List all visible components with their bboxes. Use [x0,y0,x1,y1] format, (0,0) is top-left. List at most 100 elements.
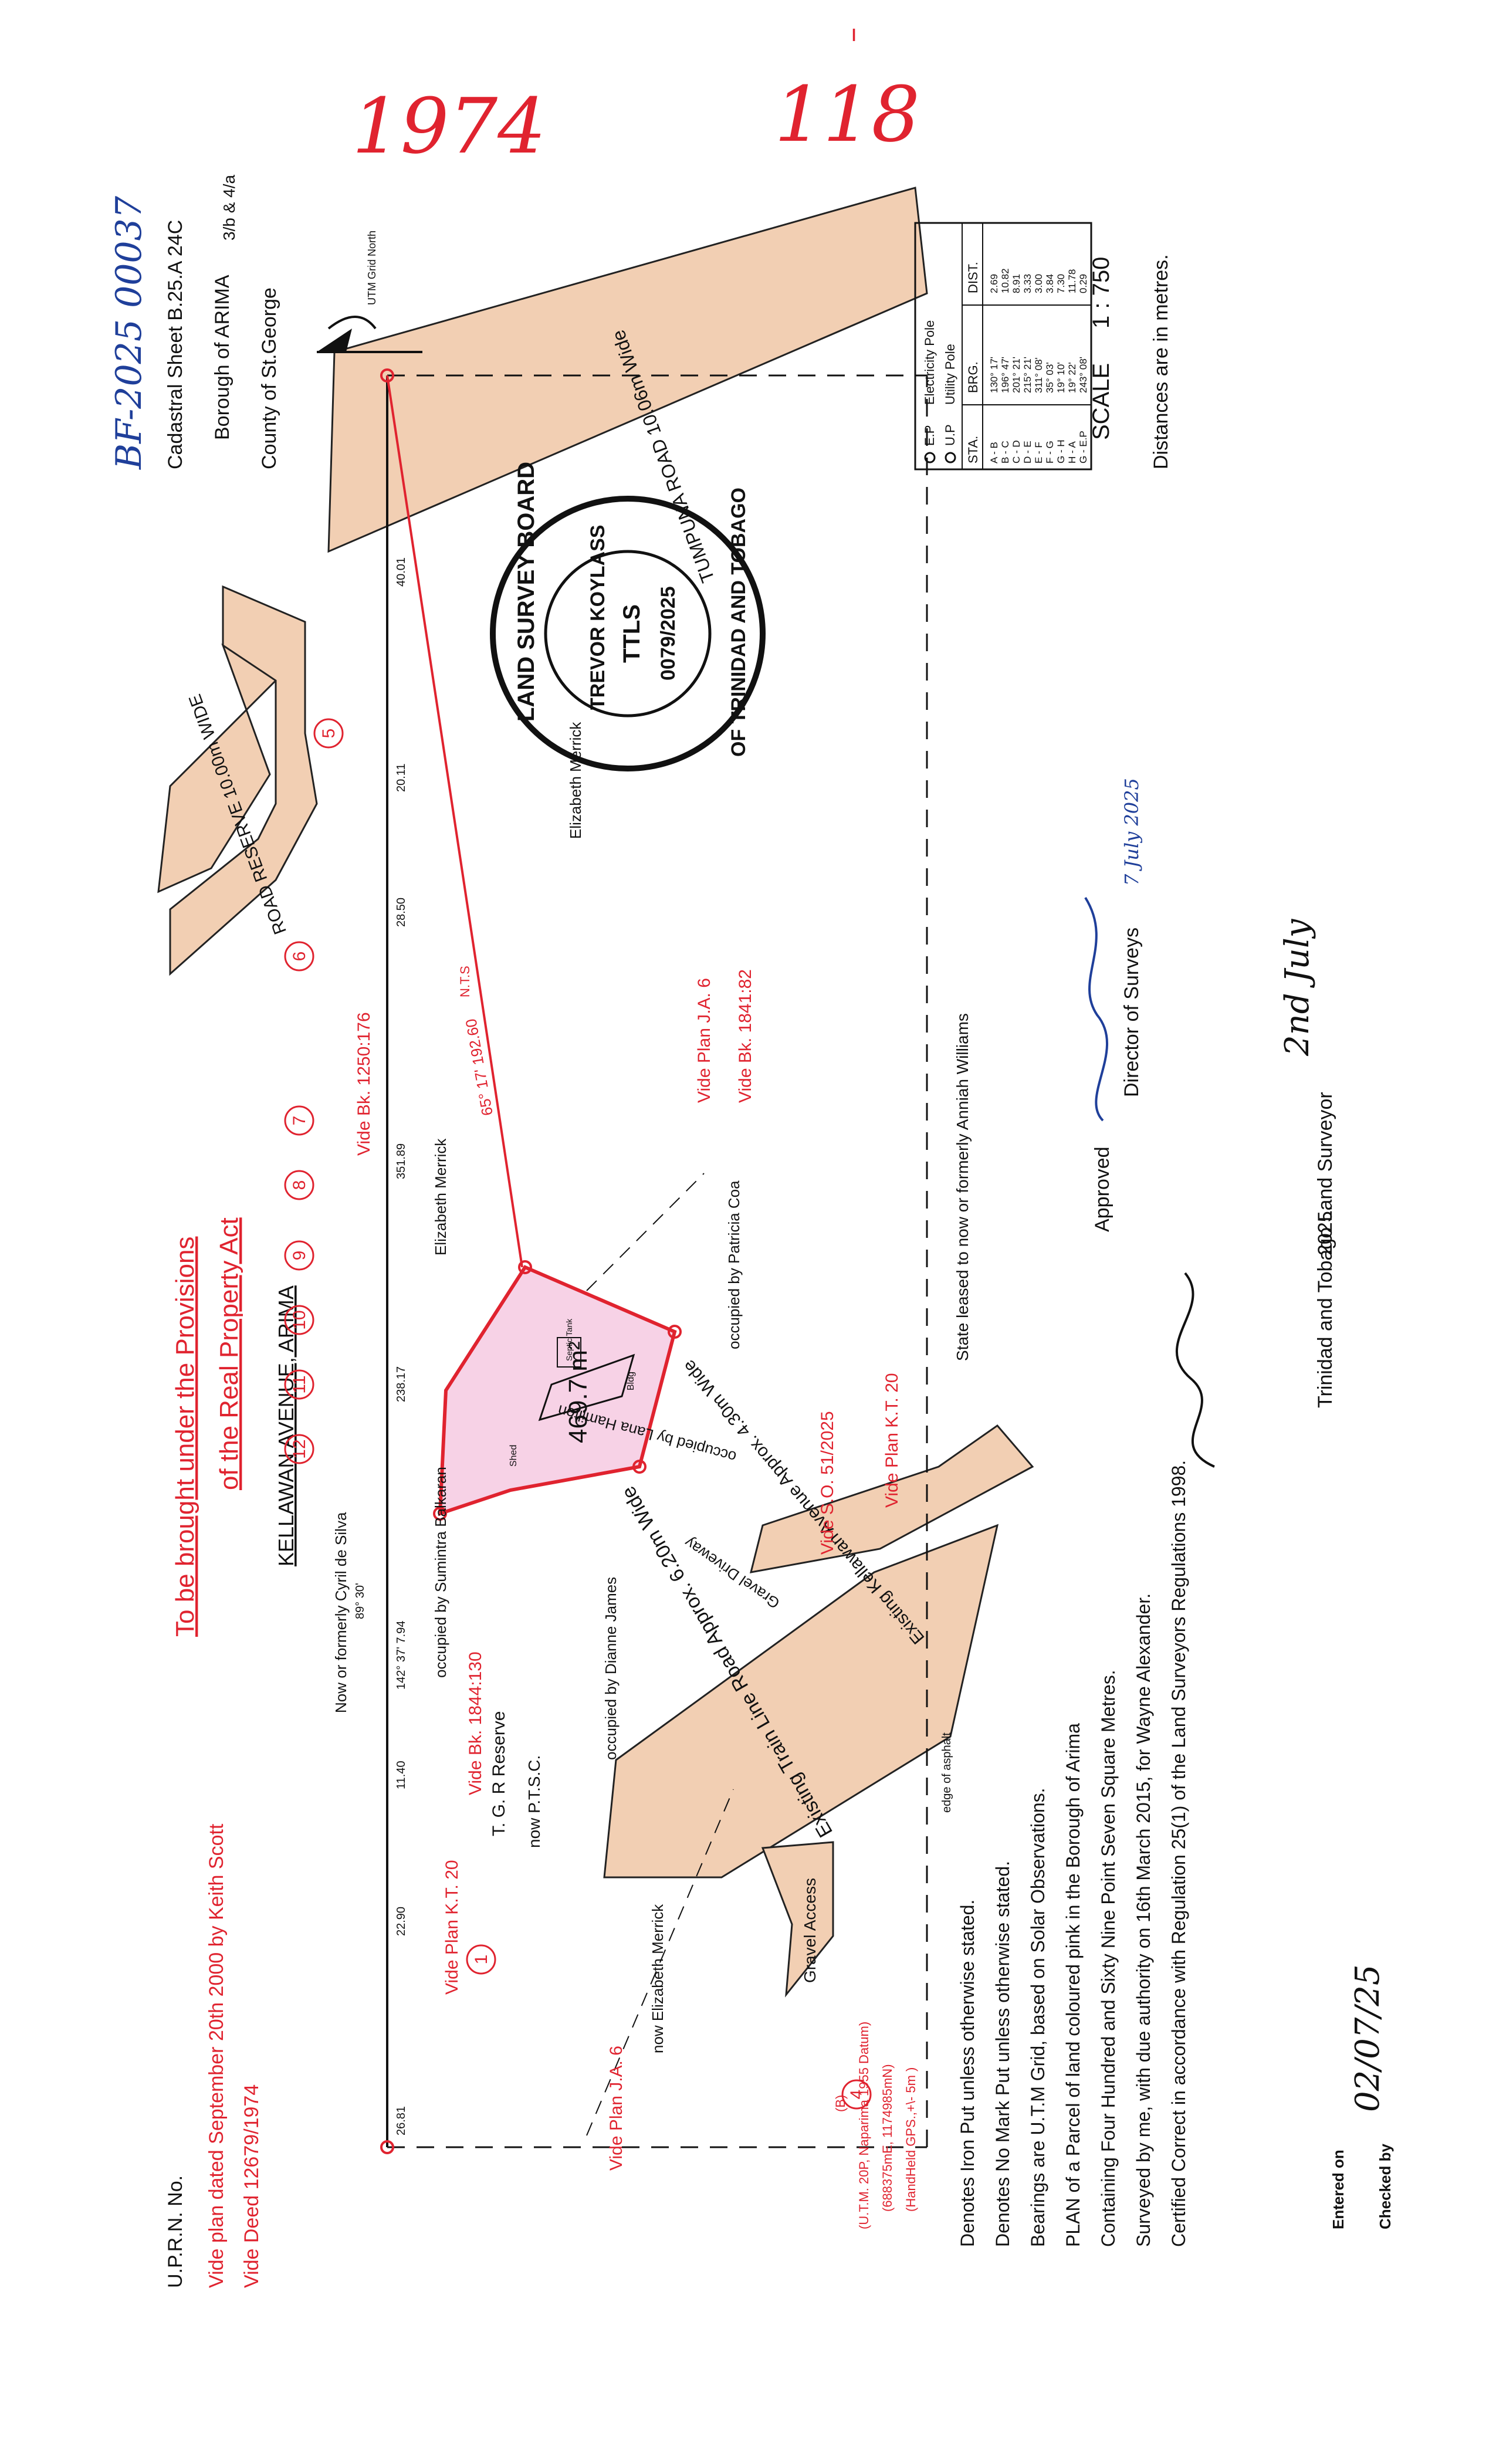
utm-title: (U.T.M. 20P, Naparima 1955 Datum) [857,2022,871,2229]
stamp-ring-bottom: OF TRINIDAD AND TOBAGO [727,488,750,757]
shed-label: Shed [509,1445,519,1467]
legend-cell: 196° 47' [1000,357,1011,393]
entered-on: Entered on [1329,2150,1347,2229]
bottom-note: Containing Four Hundred and Sixty Nine P… [1098,1670,1119,2247]
legend-cell: G - E.P [1078,431,1089,463]
svg-text:1: 1 [472,1955,491,1965]
legend-cell: 10.82 [1000,268,1011,293]
gravel-access [761,1841,834,1998]
bottom-note: Surveyed by me, with due authority on 16… [1133,1593,1154,2247]
tumpuna-road [327,187,928,553]
legend-cell: 3.00 [1033,274,1044,293]
legend-cell: 311° 08' [1033,357,1044,393]
lot-number: 12 [284,1434,314,1464]
legend-cell: 19° 10' [1055,362,1067,393]
iron-put-3 [433,1507,447,1521]
utm-gps: (HandHeld GPS.,+\- 5m ) [903,2067,918,2212]
pole-icon [924,452,936,463]
adj-tgr: T. G. R Reserve [489,1711,509,1836]
street-dim: 11.40 [395,1761,408,1789]
bottom-note: PLAN of a Parcel of land coloured pink i… [1062,1723,1084,2247]
signed-year: 2025. [1314,1206,1336,1255]
iron-put-5 [668,1325,682,1339]
street-dim: 22.90 [395,1907,408,1936]
bottom-note: Certified Correct in accordance with Reg… [1168,1460,1189,2247]
header-tick: ı [851,21,857,46]
provisions-title-2: of the Real Property Act [215,1217,243,1490]
utm-point: (B) [833,2095,848,2112]
bearing-line [386,375,523,1268]
svg-text:5: 5 [319,729,339,739]
occupied-coa: occupied by Patricia Coa [725,1180,743,1349]
road-reserve-band [169,585,318,976]
legend-header: BRG. [966,361,980,393]
adj-cyril: Now or formerly Cyril de Silva [332,1512,350,1713]
utm-coords: (688375mE, 1174985mN) [880,2064,895,2212]
scale-label: SCALE [1088,363,1114,440]
lot-number: 11 [284,1369,314,1400]
legend-cell: 3.84 [1044,274,1055,293]
legend-symbol-label: U.P [943,424,957,446]
lot-number: 6 [284,941,314,972]
legend-symbol-text: Electricity Pole [922,320,937,405]
bottom-note: Denotes No Mark Put unless otherwise sta… [992,1861,1013,2247]
borough: Borough of ARIMA [211,275,233,440]
survey-board-stamp: LAND SURVEY BOARD OF TRINIDAD AND TOBAGO… [490,462,766,771]
header-year: 1974 [352,82,546,171]
legend-cell: 3.33 [1022,274,1033,293]
vide-so51: Vide S.O. 51/2025 [818,1411,837,1555]
legend-cell: C - D [1011,440,1022,463]
cadastral-sheet: Cadastral Sheet B.25.A 24C [164,220,187,469]
svg-text:4: 4 [847,2090,867,2100]
svg-text:11: 11 [290,1375,309,1393]
iron-put-6 [518,1260,532,1274]
legend-cell: G - H [1055,439,1067,463]
legend-cell: 201° 21' [1011,357,1022,393]
street-dim: 26.81 [395,2106,408,2135]
rotated-plan: UTM Grid North U.P.R.N. No. Vide plan da… [109,174,1394,2288]
cadastral-sub: 3/b & 4/a [220,174,238,241]
header-number: 118 [774,70,920,159]
svg-text:7: 7 [290,1116,309,1126]
legend-header: STA. [966,436,980,463]
director-label: Director of Surveys [1121,928,1143,1097]
iron-put-2 [380,368,394,383]
vide-bk1250: Vide Bk. 1250:176 [354,1012,374,1156]
occupied-james: occupied by Dianne James [602,1577,620,1760]
street-dim: 351.89 [395,1143,408,1179]
legend-cell: 11.78 [1067,269,1078,293]
iron-put-4 [632,1460,647,1474]
surveyor-signature [1176,1272,1215,1468]
stamp-name: TREVOR KOYLASS [587,525,609,710]
street-dim: 142° 37' 7.94 [395,1621,408,1690]
street-dim: 20.11 [395,763,408,792]
legend-cell: H - A [1067,441,1078,463]
approved-signature [1084,896,1109,1122]
vide-deed-note: Vide Deed 12679/1974 [241,2084,263,2288]
bottom-note: Denotes Iron Put unless otherwise stated… [957,1900,978,2247]
lot-number: 7 [284,1105,314,1136]
legend-cell: A - B [989,442,1000,463]
dashed-diag-1 [586,1789,734,2136]
legend-cell: E - F [1033,442,1044,463]
file-ref: BF-2025 00037 [109,195,150,470]
legend-cell: 8.91 [1011,274,1022,293]
svg-text:9: 9 [290,1251,309,1261]
legend-cell: 243° 08' [1078,357,1089,393]
signed-date: 2nd July [1278,918,1316,1057]
adj-merrick-2: Elizabeth Merrick [567,722,584,839]
kellawan-existing [749,1424,1034,1573]
street-dim: 28.50 [395,898,408,927]
uprn: U.P.R.N. No. [164,2175,187,2288]
train-line-road [603,1524,999,1879]
north-arrow-icon [317,316,422,353]
svg-text:10: 10 [290,1310,309,1329]
legend-cell: 2.69 [989,274,1000,293]
vide-bk1844: Vide Bk. 1844:130 [466,1651,485,1795]
edge-of-asphalt: edge of asphalt [940,1732,953,1813]
occupied-balkaran: occupied by Sumintra Balkaran [432,1467,449,1678]
bldg-label: Bldg [626,1372,636,1390]
adj-williams: State leased to now or formerly Anniah W… [953,1013,972,1361]
